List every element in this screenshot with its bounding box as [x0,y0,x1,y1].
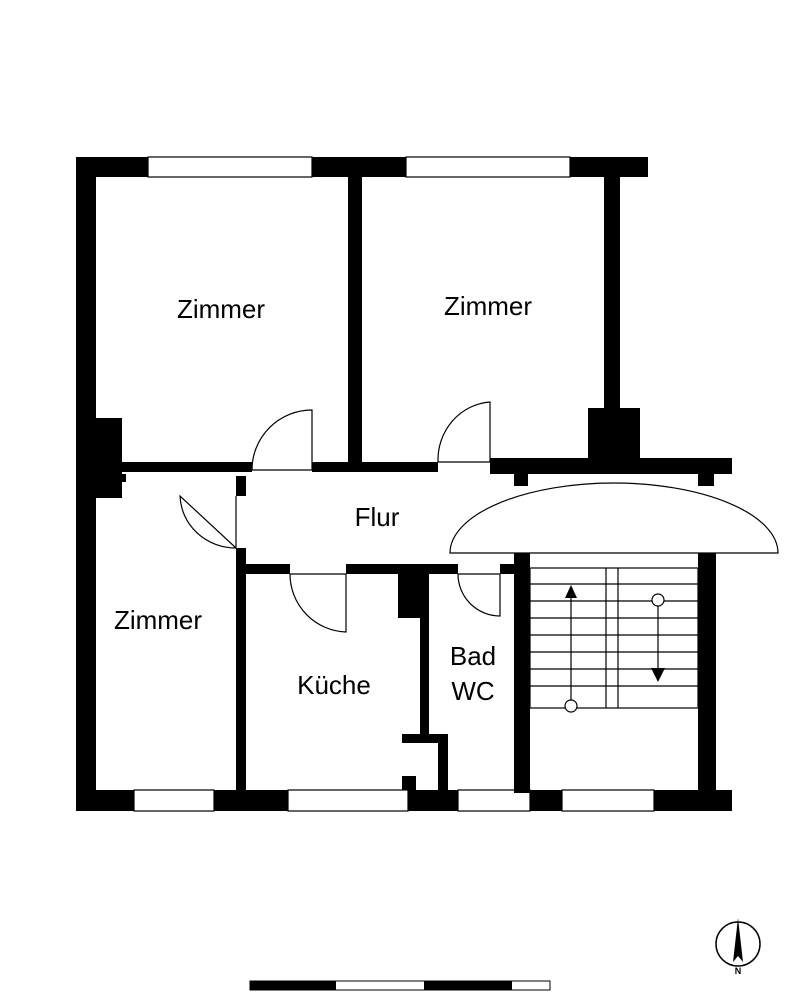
compass-label: N [735,966,742,976]
staircase [529,567,699,713]
label-kueche: Küche [297,670,371,700]
window-south-4 [561,789,655,812]
door-zimmer-ne [437,401,491,463]
doors [179,401,779,633]
label-bad: Bad [450,641,496,671]
room-labels: Zimmer Zimmer Zimmer Flur Küche Bad WC [114,291,532,706]
window-south-2 [287,789,409,812]
window-south-3 [457,789,531,812]
arrow-down-icon [651,593,665,682]
door-entrance [449,482,779,554]
label-zimmer-w: Zimmer [114,605,202,635]
label-zimmer-nw: Zimmer [177,294,265,324]
door-zimmer-nw [251,409,313,471]
window-north-1 [147,156,313,178]
outer-walls [76,156,732,812]
window-south-1 [133,789,215,812]
stair-treads [530,583,698,687]
label-zimmer-ne: Zimmer [444,291,532,321]
scale-bar [249,980,551,991]
door-kueche [289,573,347,633]
north-arrow-icon: N [715,918,761,976]
door-zimmer-w [179,494,237,550]
door-bad [457,573,501,617]
window-north-2 [405,156,571,178]
label-wc: WC [451,676,494,706]
arrow-up-icon [564,585,578,713]
label-flur: Flur [355,502,400,532]
inner-walls [96,175,732,793]
